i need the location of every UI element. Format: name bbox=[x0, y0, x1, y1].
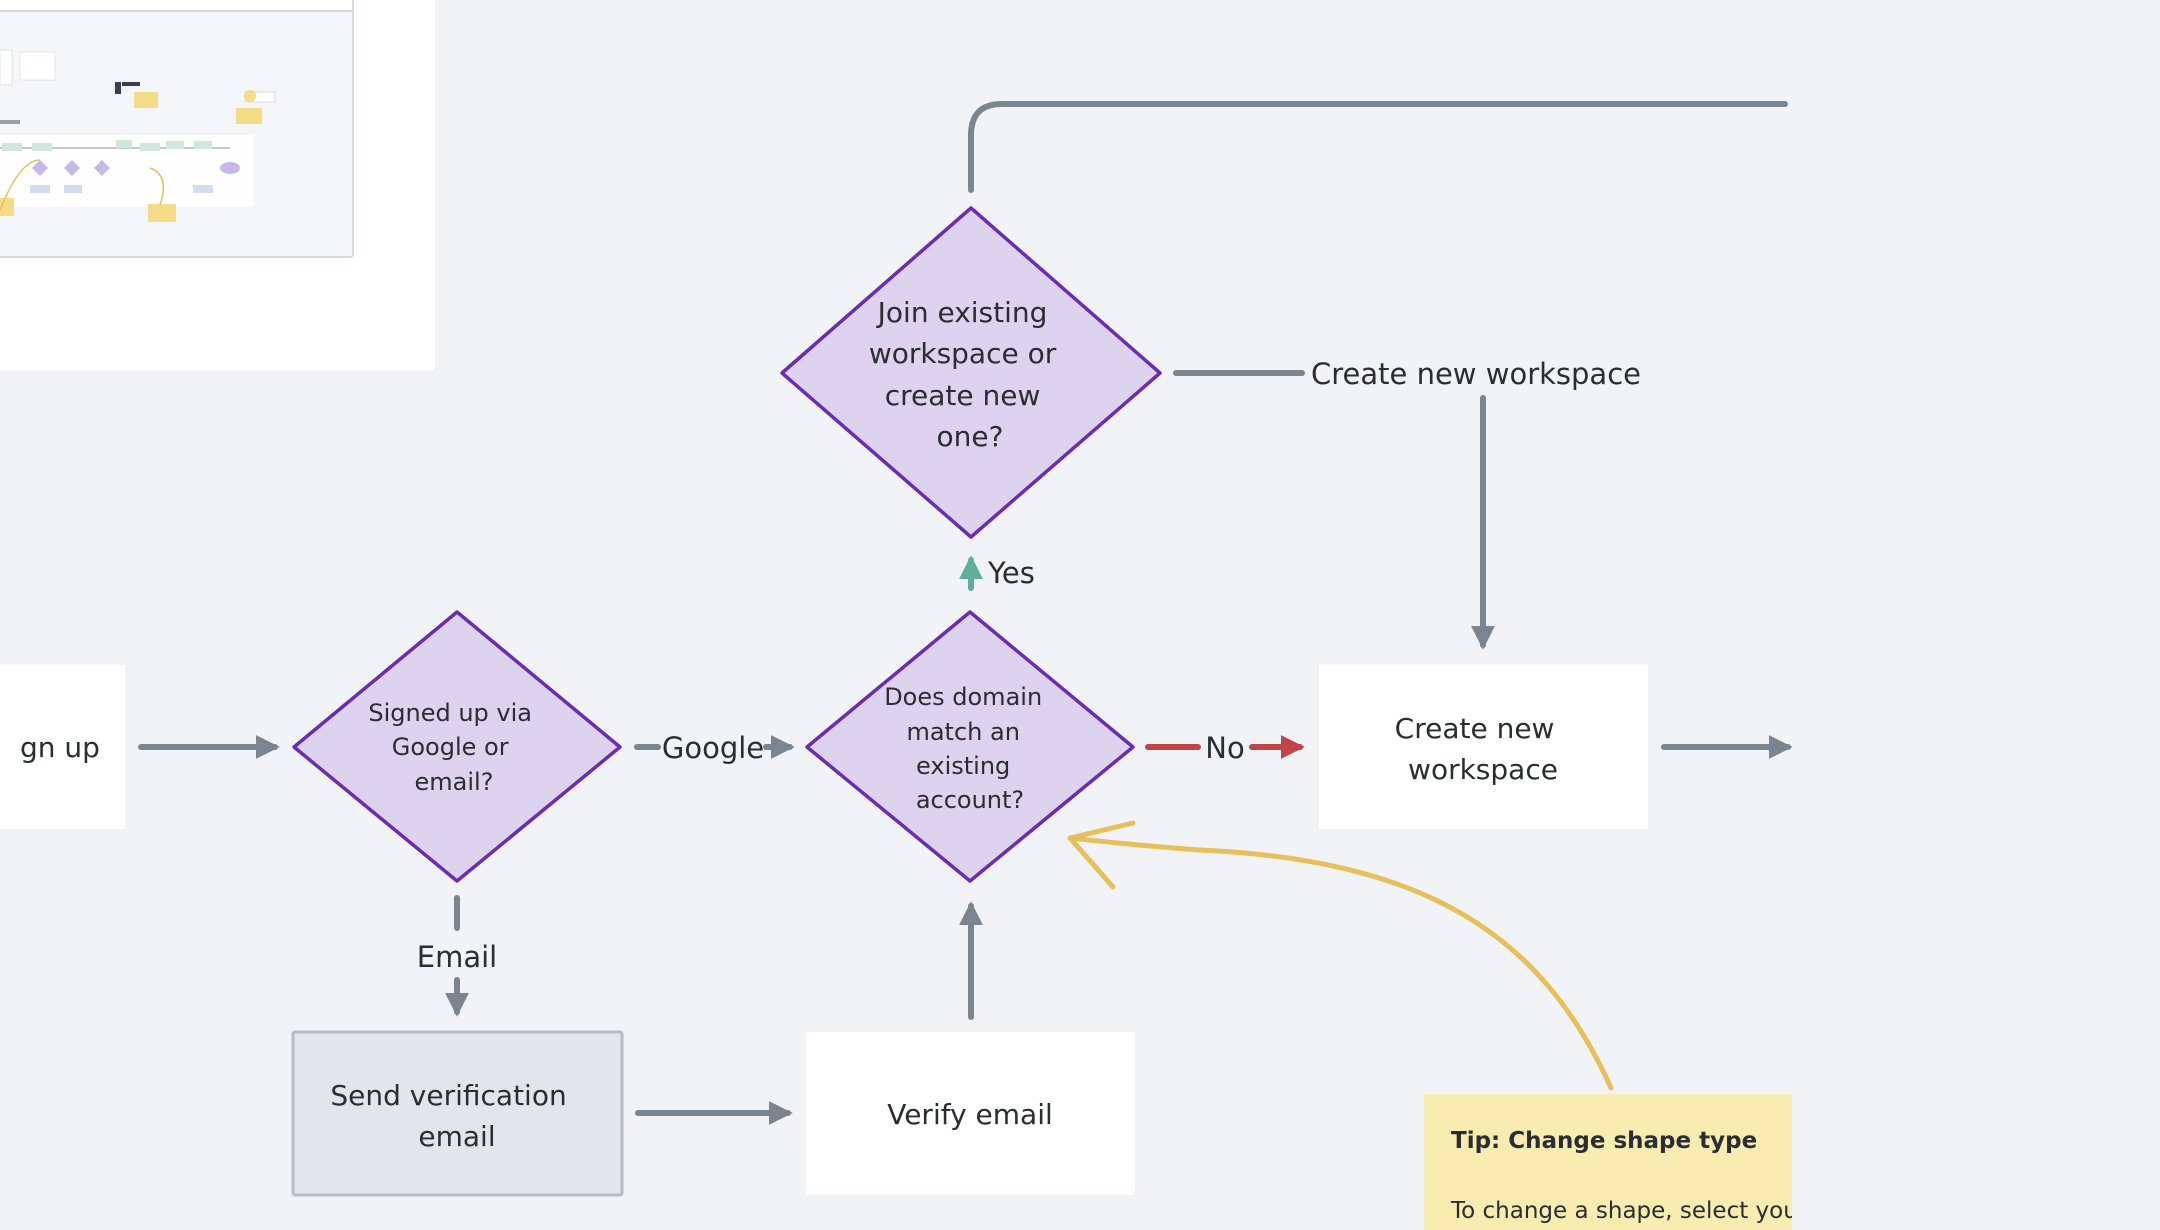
tip-note-body: To change a shape, select your bbox=[1450, 1198, 1808, 1224]
node-domain-match[interactable]: Does domain match an existing account? bbox=[805, 610, 1135, 883]
minimap-preview bbox=[0, 49, 276, 222]
edge-label-create-new-workspace: Create new workspace bbox=[1311, 357, 1641, 391]
annotation-arrow bbox=[1067, 820, 1614, 1091]
node-join-existing-text: Join existing workspace or create new on… bbox=[869, 296, 1065, 453]
canvas-right-margin bbox=[1792, 0, 2160, 1230]
node-verify-email-label: Verify email bbox=[887, 1098, 1053, 1131]
node-join-existing[interactable]: Join existing workspace or create new on… bbox=[780, 206, 1162, 539]
node-domain-match-diamond bbox=[805, 610, 1135, 883]
node-send-verification[interactable]: Send verification email bbox=[291, 1030, 624, 1197]
node-domain-match-text: Does domain match an existing account? bbox=[884, 683, 1050, 814]
node-create-new-workspace[interactable]: Create new workspace bbox=[1319, 665, 1648, 829]
connectors bbox=[138, 101, 1793, 1125]
edge-label-no: No bbox=[1205, 731, 1244, 765]
node-sign-up[interactable]: gn up bbox=[0, 665, 125, 829]
node-verify-email[interactable]: Verify email bbox=[806, 1032, 1135, 1195]
edge-label-yes: Yes bbox=[987, 556, 1035, 590]
node-create-new-workspace-box bbox=[1319, 665, 1648, 829]
connector-join-to-top bbox=[968, 101, 1788, 193]
minimap-topbar bbox=[0, 0, 352, 12]
node-signed-up-via[interactable]: Signed up via Google or email? bbox=[292, 610, 622, 883]
tip-note-background bbox=[1424, 1094, 1792, 1230]
minimap-panel bbox=[0, 0, 435, 371]
tip-note-title: Tip: Change shape type bbox=[1451, 1128, 1757, 1154]
edge-label-google: Google bbox=[662, 731, 764, 765]
node-verify-email-box bbox=[806, 1032, 1135, 1195]
node-signed-up-via-diamond bbox=[292, 610, 622, 883]
node-sign-up-box bbox=[0, 665, 125, 829]
tip-note[interactable]: Tip: Change shape type To change a shape… bbox=[1424, 1094, 1808, 1230]
edge-label-email: Email bbox=[417, 940, 497, 974]
node-send-verification-text: Send verification email bbox=[330, 1079, 575, 1153]
node-sign-up-label: gn up bbox=[20, 731, 100, 764]
minimap-viewport[interactable] bbox=[0, 0, 354, 258]
node-signed-up-via-text: Signed up via Google or email? bbox=[368, 699, 539, 796]
node-join-existing-diamond bbox=[780, 206, 1162, 539]
node-create-new-workspace-text: Create new workspace bbox=[1395, 712, 1564, 786]
node-send-verification-box bbox=[291, 1030, 624, 1197]
colored-connectors bbox=[959, 555, 1305, 759]
